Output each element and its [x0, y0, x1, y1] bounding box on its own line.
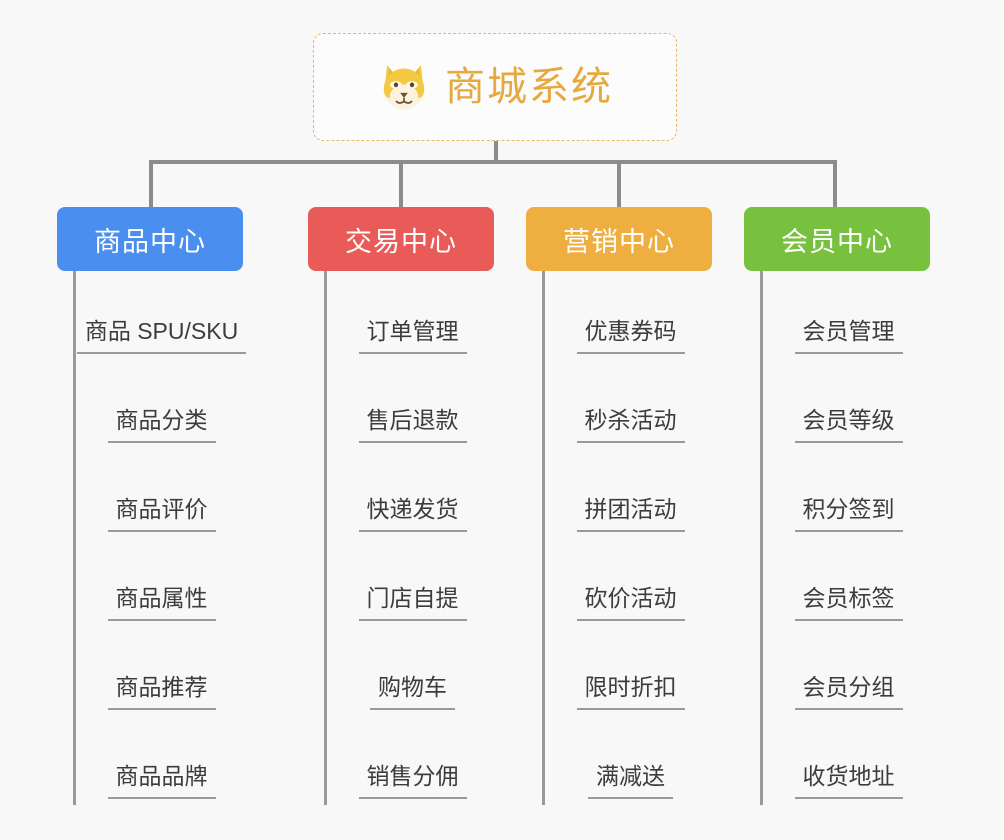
branch-distribution-bar — [149, 160, 837, 164]
leaf-label: 砍价活动 — [576, 585, 685, 621]
leaf-label: 快递发货 — [358, 496, 467, 532]
leaf-label: 秒杀活动 — [576, 407, 685, 443]
leaf-label: 商品品牌 — [107, 763, 216, 799]
branch-card-marketing[interactable]: 营销中心 — [526, 207, 712, 271]
leaf-item[interactable]: 拼团活动 — [545, 449, 712, 538]
leaf-label: 会员等级 — [794, 407, 903, 443]
root-node[interactable]: 商城系统 — [313, 33, 677, 141]
leaf-item[interactable]: 商品品牌 — [76, 716, 243, 805]
branch-drop-connector-3 — [617, 160, 621, 207]
leaf-label: 满减送 — [588, 763, 673, 799]
branch-drop-connector-1 — [149, 160, 153, 207]
leaf-label: 售后退款 — [358, 407, 467, 443]
leaf-item[interactable]: 商品推荐 — [76, 627, 243, 716]
branch-drop-connector-2 — [399, 160, 403, 207]
shiba-dog-face-icon — [383, 65, 425, 110]
leaf-item[interactable]: 销售分佣 — [327, 716, 494, 805]
leaf-list-marketing: 优惠券码 秒杀活动 拼团活动 砍价活动 限时折扣 满减送 — [542, 271, 712, 805]
leaf-item[interactable]: 优惠券码 — [545, 271, 712, 360]
leaf-item[interactable]: 商品评价 — [76, 449, 243, 538]
leaf-label: 会员管理 — [794, 318, 903, 354]
branch-column-marketing: 营销中心 优惠券码 秒杀活动 拼团活动 砍价活动 限时折扣 满减送 — [526, 207, 712, 805]
branch-card-label: 商品中心 — [94, 226, 206, 257]
leaf-item[interactable]: 订单管理 — [327, 271, 494, 360]
leaf-item[interactable]: 售后退款 — [327, 360, 494, 449]
branch-card-member[interactable]: 会员中心 — [744, 207, 930, 271]
leaf-label: 商品 SPU/SKU — [76, 318, 247, 354]
leaf-item[interactable]: 砍价活动 — [545, 538, 712, 627]
leaf-label: 会员分组 — [794, 674, 903, 710]
leaf-label: 商品分类 — [107, 407, 216, 443]
leaf-label: 限时折扣 — [576, 674, 685, 710]
leaf-item[interactable]: 限时折扣 — [545, 627, 712, 716]
leaf-label: 商品推荐 — [107, 674, 216, 710]
leaf-label: 门店自提 — [358, 585, 467, 621]
leaf-item[interactable]: 会员分组 — [763, 627, 930, 716]
leaf-item[interactable]: 会员等级 — [763, 360, 930, 449]
branch-column-trade: 交易中心 订单管理 售后退款 快递发货 门店自提 购物车 销售分佣 — [308, 207, 494, 805]
leaf-list-member: 会员管理 会员等级 积分签到 会员标签 会员分组 收货地址 — [760, 271, 930, 805]
leaf-item[interactable]: 收货地址 — [763, 716, 930, 805]
leaf-item[interactable]: 商品分类 — [76, 360, 243, 449]
leaf-list-product: 商品 SPU/SKU 商品分类 商品评价 商品属性 商品推荐 商品品牌 — [73, 271, 247, 805]
leaf-label: 销售分佣 — [358, 763, 467, 799]
leaf-label: 拼团活动 — [576, 496, 685, 532]
leaf-item[interactable]: 商品属性 — [76, 538, 243, 627]
leaf-label: 商品属性 — [107, 585, 216, 621]
leaf-label: 订单管理 — [358, 318, 467, 354]
branch-card-label: 会员中心 — [781, 226, 893, 257]
branch-card-label: 交易中心 — [345, 226, 457, 257]
leaf-label: 收货地址 — [794, 763, 903, 799]
root-title: 商城系统 — [445, 65, 613, 109]
leaf-item[interactable]: 秒杀活动 — [545, 360, 712, 449]
leaf-item[interactable]: 会员管理 — [763, 271, 930, 360]
leaf-list-trade: 订单管理 售后退款 快递发货 门店自提 购物车 销售分佣 — [324, 271, 494, 805]
root-stem-connector — [494, 141, 498, 163]
leaf-item[interactable]: 商品 SPU/SKU — [76, 271, 247, 360]
branch-card-product[interactable]: 商品中心 — [57, 207, 243, 271]
leaf-label: 优惠券码 — [576, 318, 685, 354]
leaf-item[interactable]: 会员标签 — [763, 538, 930, 627]
branch-drop-connector-4 — [833, 160, 837, 207]
leaf-item[interactable]: 积分签到 — [763, 449, 930, 538]
leaf-item[interactable]: 快递发货 — [327, 449, 494, 538]
branch-column-member: 会员中心 会员管理 会员等级 积分签到 会员标签 会员分组 收货地址 — [744, 207, 930, 805]
leaf-item[interactable]: 购物车 — [327, 627, 494, 716]
leaf-item[interactable]: 满减送 — [545, 716, 712, 805]
branch-column-product: 商品中心 商品 SPU/SKU 商品分类 商品评价 商品属性 商品推荐 商品品牌 — [57, 207, 247, 805]
leaf-label: 会员标签 — [794, 585, 903, 621]
branch-card-label: 营销中心 — [563, 226, 675, 257]
leaf-label: 购物车 — [370, 674, 455, 710]
branch-card-trade[interactable]: 交易中心 — [308, 207, 494, 271]
leaf-label: 商品评价 — [107, 496, 216, 532]
leaf-label: 积分签到 — [794, 496, 903, 532]
leaf-item[interactable]: 门店自提 — [327, 538, 494, 627]
